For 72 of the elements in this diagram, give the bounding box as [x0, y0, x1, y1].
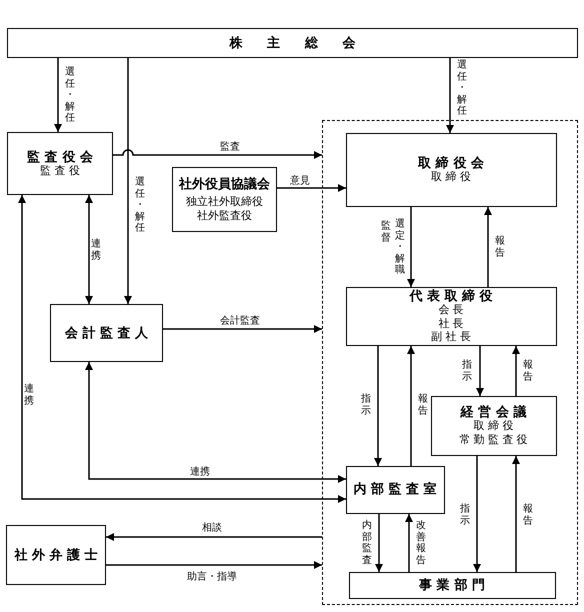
org-box: [6, 525, 106, 585]
box-title: 会計監査人: [64, 324, 153, 342]
side-note: 監督: [380, 220, 392, 244]
edge-label: 連携: [90, 238, 102, 262]
edge-label: 選定・解職: [394, 218, 406, 276]
member-list: 監査役: [40, 165, 84, 178]
arrow: [512, 456, 520, 572]
arrow: [85, 195, 93, 304]
org-box: [430, 396, 556, 456]
edge-label: 選任・解任: [456, 59, 468, 117]
edge-label: 選任・解任: [64, 66, 76, 124]
dashed-boundary: [322, 120, 578, 605]
arrow: [163, 325, 322, 333]
arrow: [124, 58, 132, 304]
box-title: 株主総会: [229, 34, 380, 52]
org-box: [7, 132, 113, 195]
edge-label: 報告: [522, 504, 534, 526]
member-list: 会長: [438, 304, 467, 318]
arrow: [113, 149, 322, 159]
arrow: [374, 346, 382, 466]
box-title: 社外役員協議会: [179, 176, 270, 192]
member-list: 社長: [438, 318, 467, 331]
edge-label: 相談: [202, 522, 222, 534]
box-title: 経営会議: [460, 404, 531, 420]
edge-label: 会計監査: [220, 316, 260, 326]
edge-label: 指示: [360, 394, 372, 416]
member-list: 常勤監査役: [459, 434, 531, 447]
edge-label: 指示: [460, 504, 470, 526]
org-box: [346, 132, 556, 206]
edge-label: 助言・指導: [187, 572, 237, 582]
box-title: 監査役会: [27, 148, 98, 165]
member-list: 独立社外取締役: [186, 196, 263, 210]
arrow: [277, 184, 346, 192]
org-box: [346, 286, 556, 346]
member-list: 取締役: [474, 420, 517, 434]
arrow: [512, 346, 520, 396]
member-list: 副社長: [431, 330, 474, 344]
edge-label: 連携: [24, 384, 34, 406]
org-box: [172, 167, 277, 232]
member-list: 社外監査役: [197, 210, 252, 223]
org-box: [348, 572, 556, 598]
arrow: [375, 514, 383, 572]
arrow: [405, 514, 413, 572]
edge-label: 報告: [522, 360, 534, 382]
arrow: [407, 346, 415, 466]
box-title: 事業部門: [419, 576, 490, 594]
arrow: [446, 58, 454, 133]
arrow: [106, 533, 322, 541]
box-title: 代表取締役: [409, 288, 498, 304]
edge-label: 選任・解任: [134, 176, 146, 234]
edge-label: 指示: [462, 360, 472, 382]
edge-label: 報告: [494, 236, 506, 258]
edge-label: 連携: [190, 466, 210, 478]
arrow: [85, 362, 346, 483]
box-title: 取締役会: [418, 154, 488, 170]
edge-label: 改善報告: [416, 520, 426, 566]
box-title: 社外弁護士: [14, 546, 102, 564]
edge-label: 報告: [418, 394, 428, 416]
arrow: [407, 207, 415, 287]
arrow: [54, 58, 62, 132]
org-box: [346, 466, 444, 514]
arrow: [484, 207, 492, 287]
edge-label: 意見: [290, 176, 310, 186]
edge-label: 監査: [220, 142, 240, 152]
member-list: 取締役: [431, 171, 474, 184]
arrow: [473, 456, 481, 572]
banner-box: [7, 28, 578, 58]
edge-label: 内部監査: [362, 520, 372, 566]
arrow: [476, 346, 484, 396]
arrow: [106, 561, 322, 569]
box-title: 内部監査室: [353, 481, 442, 498]
org-box: [50, 304, 163, 362]
